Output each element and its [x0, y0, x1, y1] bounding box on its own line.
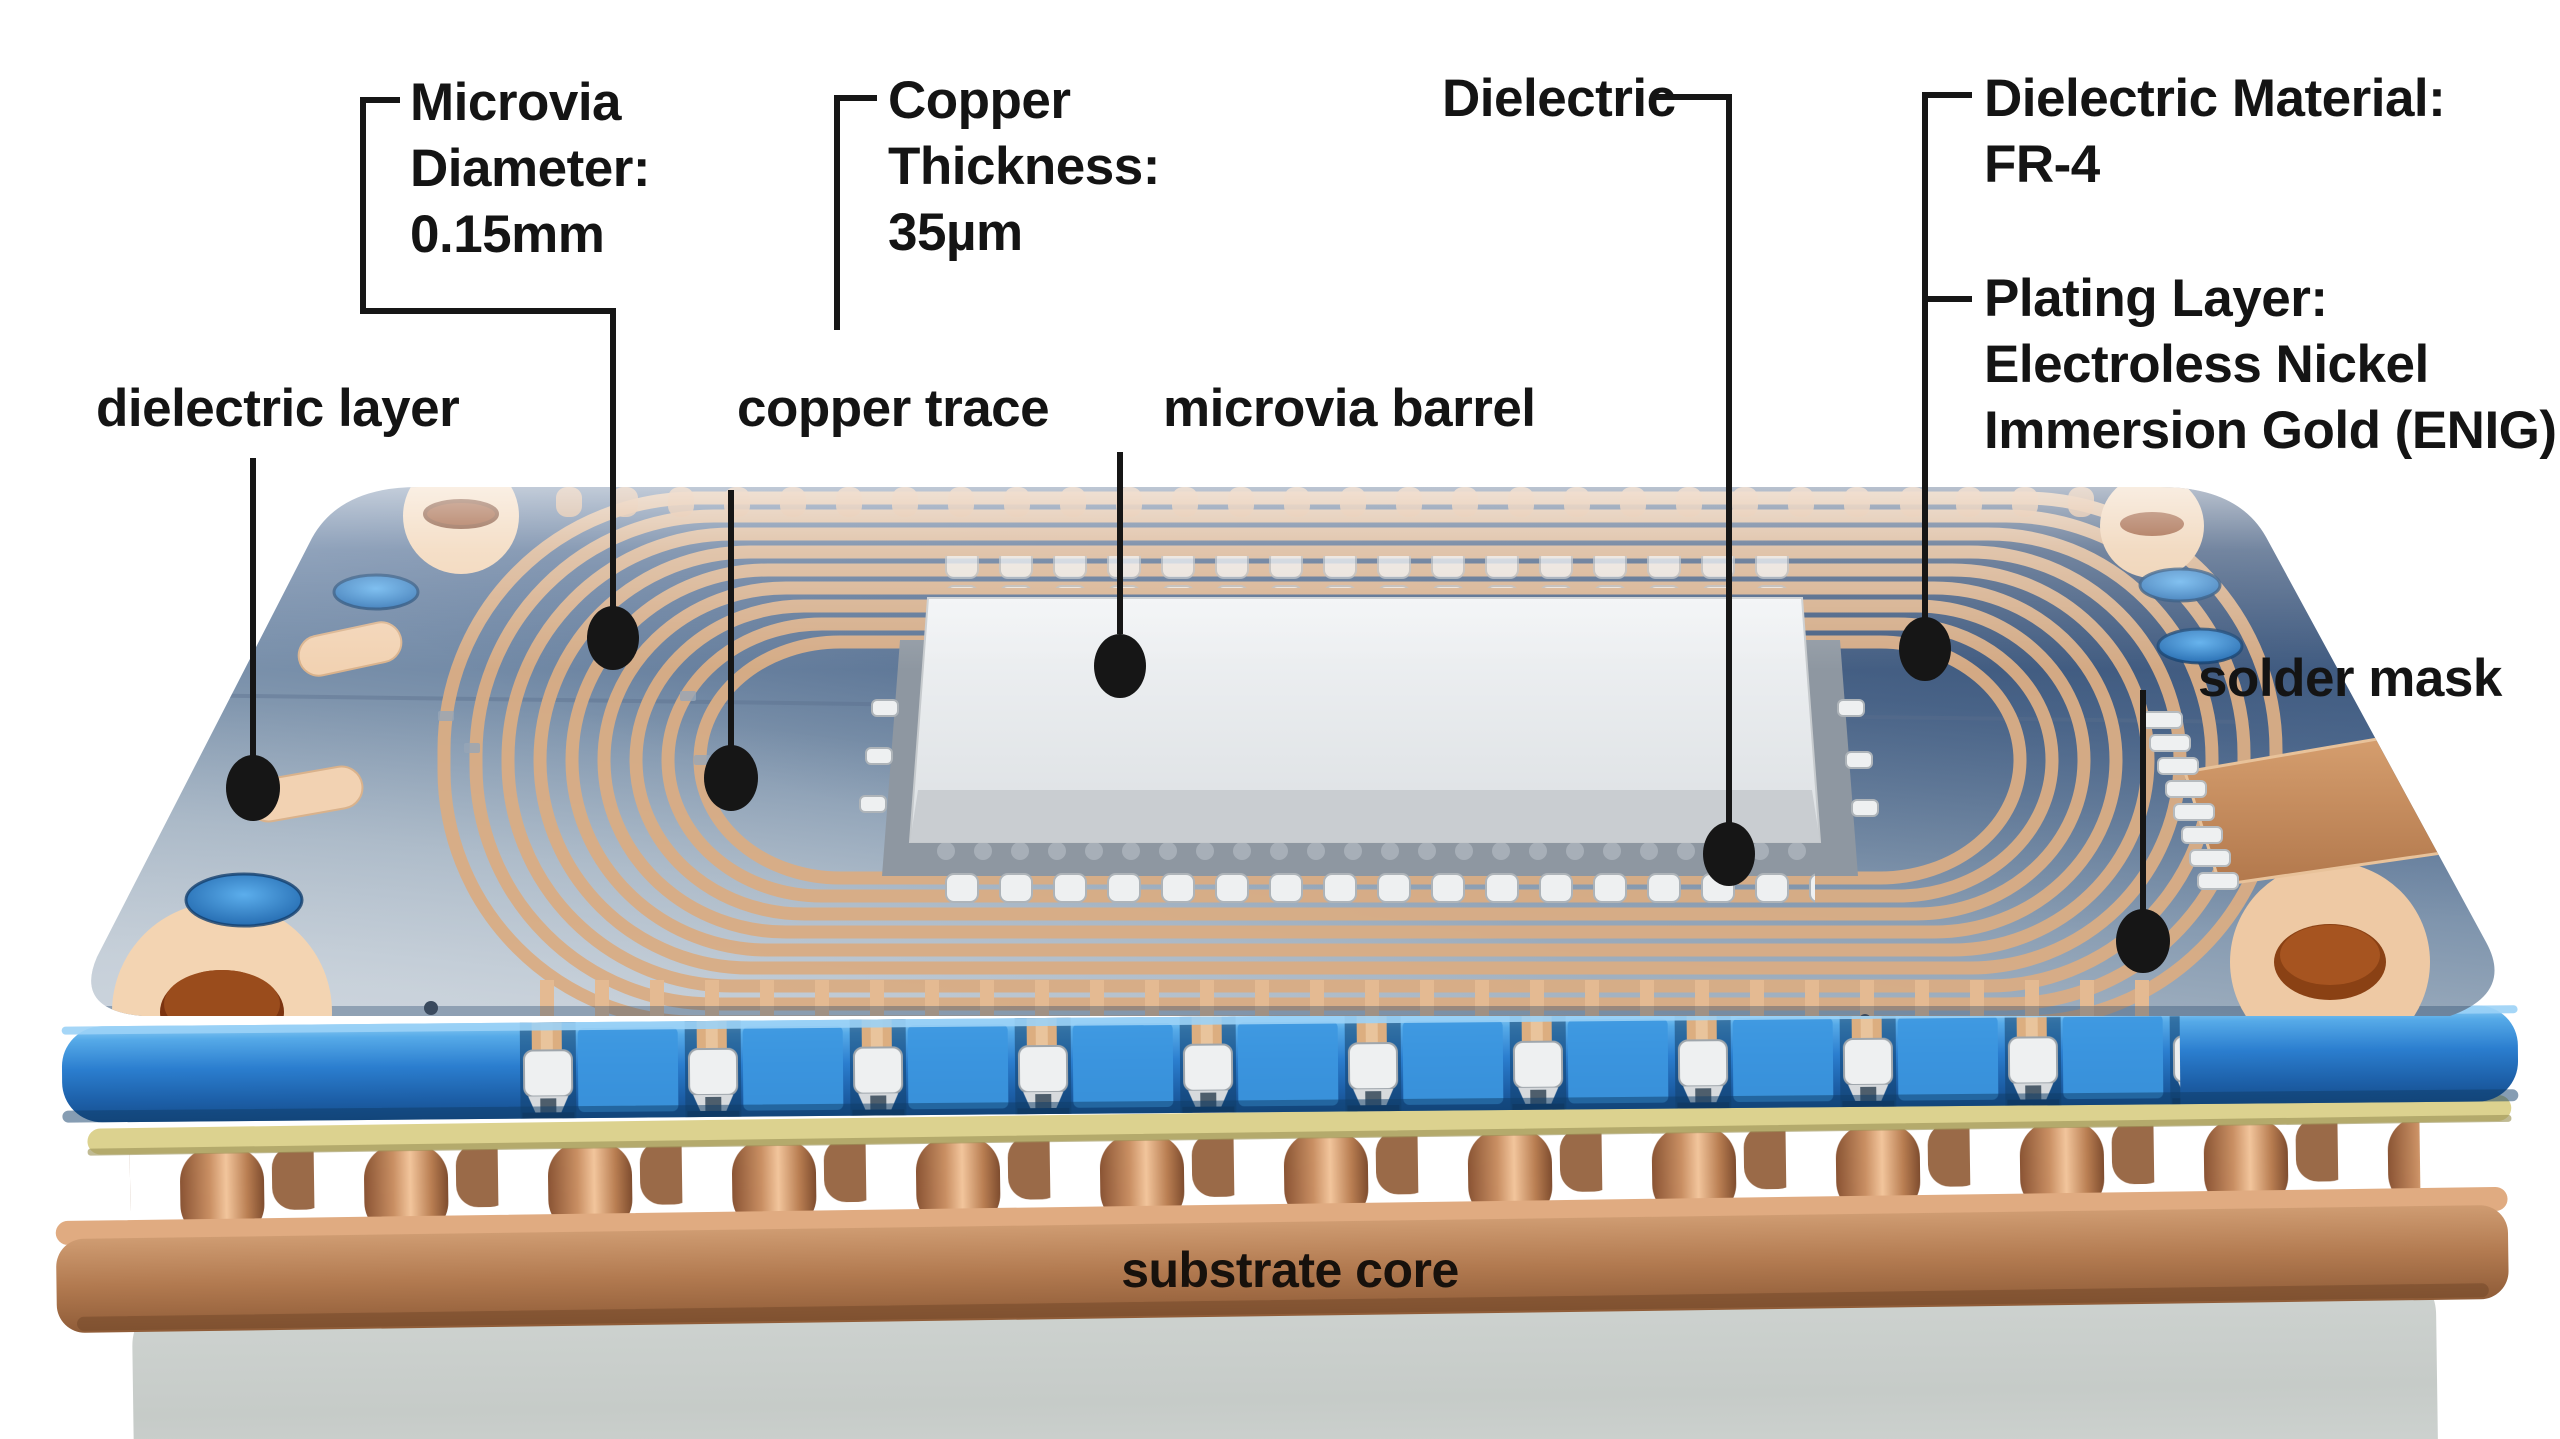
label-dielectric-layer: dielectric layer — [96, 379, 460, 438]
dot-microvia-diameter — [587, 606, 639, 670]
substrate-stack — [55, 1094, 2512, 1333]
laminate-layer — [87, 1094, 2512, 1156]
dot-copper-trace — [704, 745, 758, 811]
label-substrate-core: substrate core — [1121, 1242, 1459, 1298]
leader-dielectric — [1656, 94, 1732, 826]
label-solder-mask: solder mask — [2198, 649, 2502, 708]
label-dielectric: Dielectric — [1442, 69, 1676, 128]
dot-solder-mask — [2116, 909, 2170, 973]
leader-dots — [226, 606, 2170, 973]
leader-microvia-diameter — [360, 97, 616, 610]
leader-dielectric-material-plating — [1922, 92, 1972, 618]
substrate-core-slab — [55, 1187, 2509, 1333]
dot-dielectric-layer — [226, 755, 280, 821]
solder-mask-edge — [61, 1005, 2519, 1123]
dot-plating-layer — [1899, 617, 1951, 681]
front-edge-crease — [91, 1006, 2490, 1016]
dot-dielectric — [1703, 822, 1755, 886]
enig-silver-pads — [2141, 711, 2239, 890]
background-fog — [0, 430, 2560, 670]
leader-copper-thickness — [834, 95, 877, 330]
label-copper-thickness: Copper Thickness: 35µm — [888, 71, 1160, 262]
leader-lines — [250, 92, 2146, 910]
label-copper-trace: copper trace — [737, 379, 1050, 438]
fiducial-dots — [424, 1001, 1871, 1016]
edge-stub-traces — [520, 980, 2180, 1016]
chip-side-pads — [859, 699, 1879, 817]
chip-front-pad-row — [935, 870, 1815, 906]
label-microvia-diameter: Microvia Diameter: 0.15mm — [410, 73, 650, 264]
label-microvia-barrel: microvia barrel — [1163, 379, 1536, 438]
label-plating-layer: Plating Layer: Electroless Nickel Immers… — [1984, 269, 2557, 460]
dot-microvia-barrel — [1094, 634, 1146, 698]
chip-front-bevel — [910, 790, 1820, 842]
label-dielectric-material: Dielectric Material: FR-4 — [1984, 69, 2446, 194]
